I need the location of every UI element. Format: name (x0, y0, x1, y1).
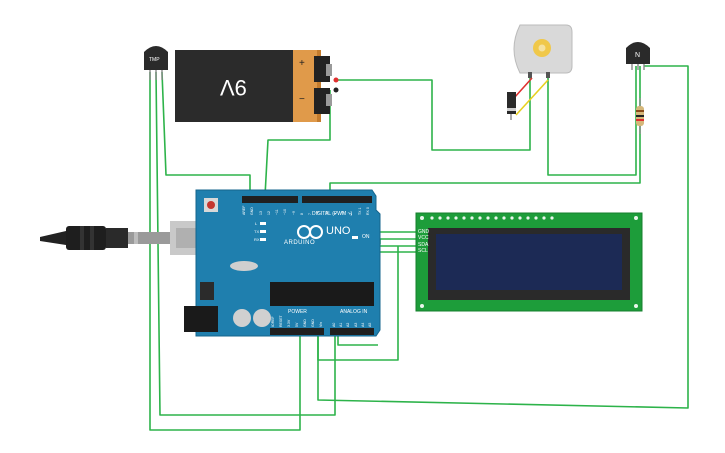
analog-pin[interactable]: A1 (339, 322, 344, 327)
digital-pin[interactable]: 7 (308, 213, 313, 215)
power-pin[interactable]: GND (311, 319, 315, 327)
analog-pin[interactable]: A2 (346, 322, 351, 327)
battery-terminal-pos[interactable] (333, 77, 339, 83)
wire-battery-pos[interactable] (338, 78, 531, 151)
digital-pin[interactable]: AREF (242, 205, 246, 215)
wire-transistor-collector[interactable] (329, 66, 641, 196)
arduino-l-label: L (255, 221, 258, 226)
transistor-label: N (635, 52, 641, 59)
resistor[interactable] (636, 98, 644, 134)
battery-9v[interactable] (175, 50, 332, 122)
tmp-sensor-label: TMP (149, 57, 160, 63)
wire-tmp-left[interactable] (149, 72, 301, 431)
analog-pin[interactable]: A0 (332, 322, 336, 327)
digital-pin[interactable]: 4 (332, 213, 337, 215)
arduino-power-label: POWER (288, 309, 307, 315)
wire-transistor-base[interactable] (317, 65, 689, 409)
digital-pin[interactable]: TX 1 (357, 207, 362, 215)
digital-pin[interactable]: ~11 (275, 209, 280, 215)
battery-plus-label: + (299, 58, 305, 69)
power-pin[interactable]: RESET (279, 315, 283, 327)
battery-minus-label: − (299, 94, 305, 105)
power-pin[interactable]: IOREF (271, 316, 275, 327)
wire-battery-gnd[interactable] (264, 90, 331, 197)
arduino-board[interactable] (184, 189, 381, 337)
digital-pin[interactable]: 13 (258, 211, 263, 215)
digital-pin[interactable]: ~3 (341, 211, 346, 215)
arduino-on-label: ON (362, 234, 370, 240)
digital-pin[interactable]: RX 0 (365, 207, 370, 215)
motor-wire-yellow[interactable] (515, 79, 549, 116)
temperature-sensor[interactable] (144, 46, 168, 80)
lcd-pin-sda[interactable]: SDA (418, 241, 429, 248)
lcd-pin-vcc[interactable]: VCC (418, 235, 429, 242)
wire-lcd-power[interactable] (317, 246, 399, 361)
wire-tmp-right[interactable] (161, 71, 251, 196)
arduino-rx-label: RX (254, 237, 260, 242)
lcd-pin-column: GND VCC SDA SCL (418, 229, 429, 255)
wire-motor-transistor[interactable] (547, 66, 637, 176)
digital-pin[interactable]: ~6 (316, 211, 321, 215)
power-pin-row: IOREF RESET 3.3V 5V GND GND Vin (271, 314, 323, 327)
lcd-pin-gnd[interactable]: GND (418, 229, 430, 235)
digital-pin[interactable]: ~9 (291, 211, 296, 215)
npn-transistor[interactable] (626, 42, 650, 70)
digital-pin[interactable]: ~10 (283, 209, 288, 215)
motor-wire-red[interactable] (513, 77, 533, 99)
power-pin[interactable]: 3.3V (287, 319, 291, 327)
lcd-module[interactable] (415, 212, 643, 312)
arduino-digital-label: DIGITAL (PWM ~) (312, 211, 353, 217)
power-pin[interactable]: GND (303, 319, 307, 327)
digital-pin[interactable]: 2 (349, 213, 354, 215)
analog-pin-row: A0 A1 A2 A3 A4 A5 (332, 315, 372, 327)
digital-pin[interactable]: ~5 (324, 211, 329, 215)
analog-pin[interactable]: A4 (360, 322, 365, 327)
power-pin[interactable]: 5V (295, 322, 299, 327)
battery-label: 9V (220, 75, 247, 100)
arduino-analog-label: ANALOG IN (340, 309, 368, 315)
arduino-model: UNO (326, 225, 351, 237)
lcd-pin-scl[interactable]: SCL (418, 248, 428, 255)
digital-pin[interactable]: 12 (266, 211, 271, 215)
arduino-brand: ARDUINO (284, 240, 316, 246)
digital-pin-row: AREF GND 13 12 ~11 ~10 ~9 8 7 ~6 ~5 4 ~3… (242, 203, 370, 215)
digital-pin[interactable]: 8 (299, 213, 304, 215)
power-pin[interactable]: Vin (319, 322, 323, 327)
usb-cable[interactable] (40, 221, 204, 255)
digital-pin[interactable]: GND (250, 207, 255, 215)
battery-terminal-neg[interactable] (333, 87, 339, 93)
diode[interactable] (507, 92, 516, 120)
dc-motor[interactable] (513, 24, 573, 78)
analog-pin[interactable]: A5 (367, 322, 372, 327)
arduino-tx-label: TX (254, 229, 260, 234)
analog-pin[interactable]: A3 (353, 322, 358, 327)
